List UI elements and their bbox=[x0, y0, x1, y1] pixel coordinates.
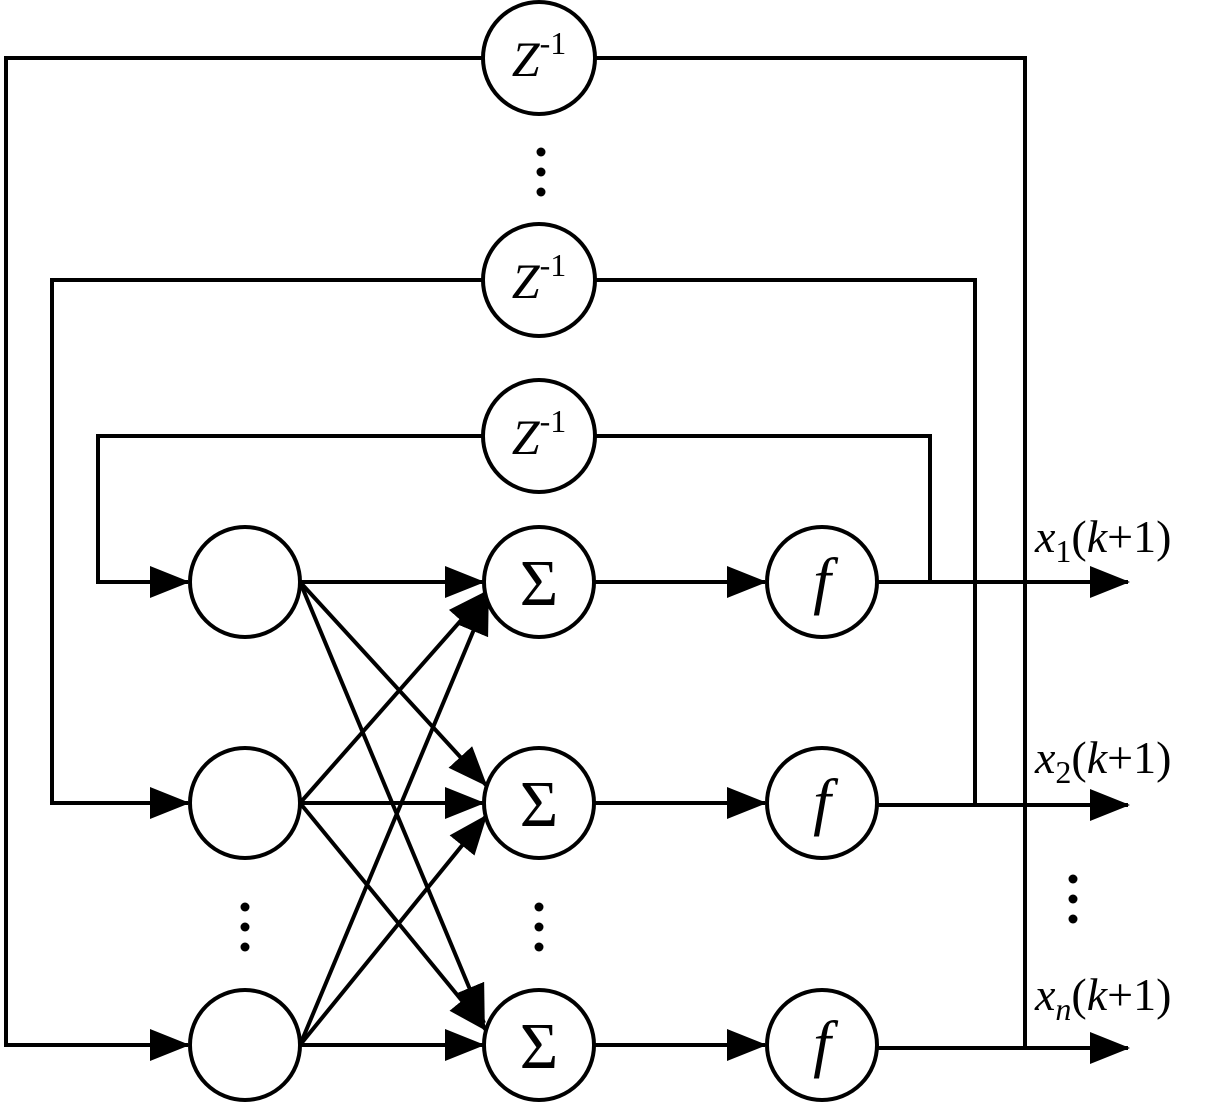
input-node-2 bbox=[188, 746, 302, 860]
ellipsis-delay-units bbox=[536, 147, 546, 197]
svg-text:Z-1: Z-1 bbox=[512, 403, 566, 465]
sum-to-activation-connections bbox=[595, 566, 767, 1061]
output-label-1: x1(k+1) bbox=[1034, 511, 1171, 569]
ellipsis-input-nodes bbox=[240, 902, 250, 952]
svg-text:Σ: Σ bbox=[520, 768, 558, 841]
feedback-loop-2 bbox=[50, 278, 977, 819]
ellipsis-summation-nodes bbox=[534, 902, 544, 952]
input-node-n bbox=[188, 988, 302, 1102]
activation-node-n: f bbox=[765, 988, 879, 1102]
feedback-loop-1 bbox=[96, 434, 932, 598]
feedback-loop-n bbox=[4, 56, 1027, 1061]
svg-text:Σ: Σ bbox=[520, 1010, 558, 1083]
output-label-2: x2(k+1) bbox=[1034, 732, 1171, 790]
delay-unit-2: Z-1 bbox=[481, 222, 597, 338]
svg-text:Σ: Σ bbox=[520, 547, 558, 620]
output-arrows bbox=[878, 566, 1130, 1064]
summation-node-n: Σ bbox=[482, 988, 596, 1102]
delay-unit-1: Z-1 bbox=[481, 378, 597, 494]
activation-node-2: f bbox=[765, 746, 879, 860]
output-label-n: xn(k+1) bbox=[1034, 969, 1171, 1027]
activation-node-1: f bbox=[765, 525, 879, 639]
svg-text:Z-1: Z-1 bbox=[512, 25, 566, 87]
delay-unit-n: Z-1 bbox=[481, 0, 597, 116]
input-node-1 bbox=[188, 525, 302, 639]
svg-text:Z-1: Z-1 bbox=[512, 247, 566, 309]
summation-node-1: Σ bbox=[482, 525, 596, 639]
summation-node-2: Σ bbox=[482, 746, 596, 860]
input-to-sum-connections bbox=[298, 566, 490, 1061]
ellipsis-outputs bbox=[1068, 874, 1078, 924]
